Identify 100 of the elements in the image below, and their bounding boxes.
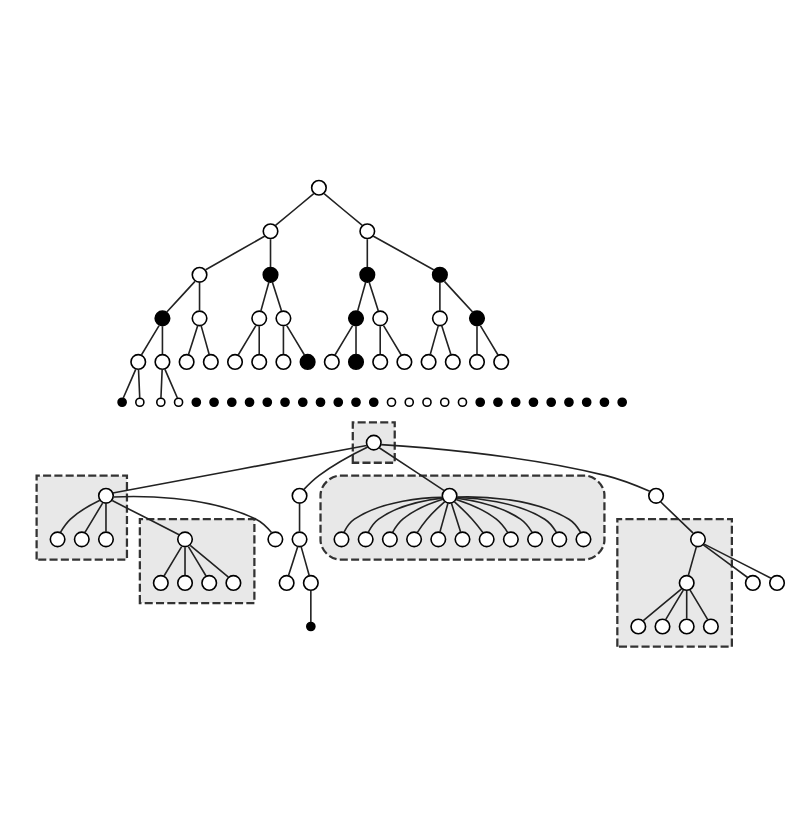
node-circle xyxy=(599,396,610,407)
connector xyxy=(382,323,403,355)
node-circle xyxy=(702,617,719,634)
node-circle xyxy=(226,396,237,407)
node-circle xyxy=(475,396,486,407)
connector xyxy=(685,589,688,619)
connector xyxy=(198,280,201,311)
cluster xyxy=(138,517,256,604)
node-circle xyxy=(468,309,486,326)
node-circle xyxy=(359,265,376,282)
node-circle xyxy=(315,396,326,407)
connector xyxy=(368,280,380,311)
connector xyxy=(343,495,444,532)
connector xyxy=(687,544,698,576)
node-circle xyxy=(396,352,413,369)
connector xyxy=(429,323,440,355)
connector xyxy=(703,542,772,579)
connector xyxy=(200,323,210,355)
node-circle xyxy=(528,396,539,407)
node-circle xyxy=(154,352,171,369)
node-circle xyxy=(630,617,647,634)
node-circle xyxy=(457,396,468,407)
node-circle xyxy=(510,396,521,407)
node-circle xyxy=(527,530,544,547)
connector xyxy=(271,280,283,311)
node-circle xyxy=(444,352,461,369)
node-circle xyxy=(454,530,471,547)
node-circle xyxy=(262,396,273,407)
node-circle xyxy=(302,573,319,590)
connector xyxy=(105,501,107,532)
connector xyxy=(137,367,141,398)
connector xyxy=(163,544,183,576)
node-circle xyxy=(299,352,316,369)
node-circle xyxy=(372,309,389,326)
node-circle xyxy=(546,396,557,407)
connector xyxy=(111,498,180,535)
node-circle xyxy=(191,309,208,326)
connector xyxy=(187,323,199,355)
node-circle xyxy=(262,222,279,239)
connector xyxy=(204,234,266,270)
node-circle xyxy=(357,530,374,547)
connector xyxy=(269,237,272,267)
connector xyxy=(456,496,533,532)
node-circle xyxy=(176,530,194,547)
connector xyxy=(164,367,179,398)
node-circle xyxy=(372,352,389,369)
connector xyxy=(112,494,273,533)
node-circle xyxy=(191,396,202,407)
connector xyxy=(455,497,509,533)
node-circle xyxy=(768,573,786,590)
connector xyxy=(111,443,368,493)
node-circle xyxy=(130,352,147,369)
connector xyxy=(439,280,441,311)
cluster xyxy=(616,517,733,647)
node-circle xyxy=(386,396,397,407)
node-circle xyxy=(152,573,169,590)
connector xyxy=(659,499,694,533)
node-circle xyxy=(333,396,344,407)
node-circle xyxy=(333,530,350,547)
node-circle xyxy=(581,396,592,407)
node-circle xyxy=(381,530,398,547)
connector xyxy=(479,323,499,355)
connector xyxy=(258,324,261,354)
cluster xyxy=(351,420,396,463)
node-circle xyxy=(225,573,242,590)
connector xyxy=(443,279,474,313)
node-circle xyxy=(431,309,448,326)
node-circle xyxy=(678,573,695,590)
node-circle xyxy=(441,486,458,503)
node-circle xyxy=(431,265,448,282)
node-circle xyxy=(406,530,423,547)
connector xyxy=(453,499,484,533)
connector xyxy=(642,587,683,621)
connector xyxy=(187,544,207,576)
connector xyxy=(260,280,270,311)
connector xyxy=(161,324,164,354)
connector xyxy=(237,323,257,355)
node-circle xyxy=(420,352,437,369)
connector xyxy=(702,542,749,578)
connector xyxy=(355,324,357,354)
connector xyxy=(356,280,367,311)
node-circle xyxy=(275,352,292,369)
node-circle xyxy=(351,396,361,407)
node-circle xyxy=(173,396,184,407)
connector xyxy=(59,498,101,533)
node-circle xyxy=(575,530,592,547)
node-circle xyxy=(310,178,327,195)
connector xyxy=(664,588,685,620)
connector xyxy=(160,367,163,398)
node-circle xyxy=(275,309,292,326)
connector xyxy=(416,499,446,533)
connector xyxy=(476,324,478,354)
connector xyxy=(372,234,435,270)
node-circle xyxy=(97,486,115,503)
node-circle xyxy=(262,265,279,282)
node-circle xyxy=(564,396,574,407)
node-circle xyxy=(73,530,90,547)
connector xyxy=(165,279,196,313)
node-circle xyxy=(202,352,219,369)
node-circle xyxy=(648,486,665,503)
